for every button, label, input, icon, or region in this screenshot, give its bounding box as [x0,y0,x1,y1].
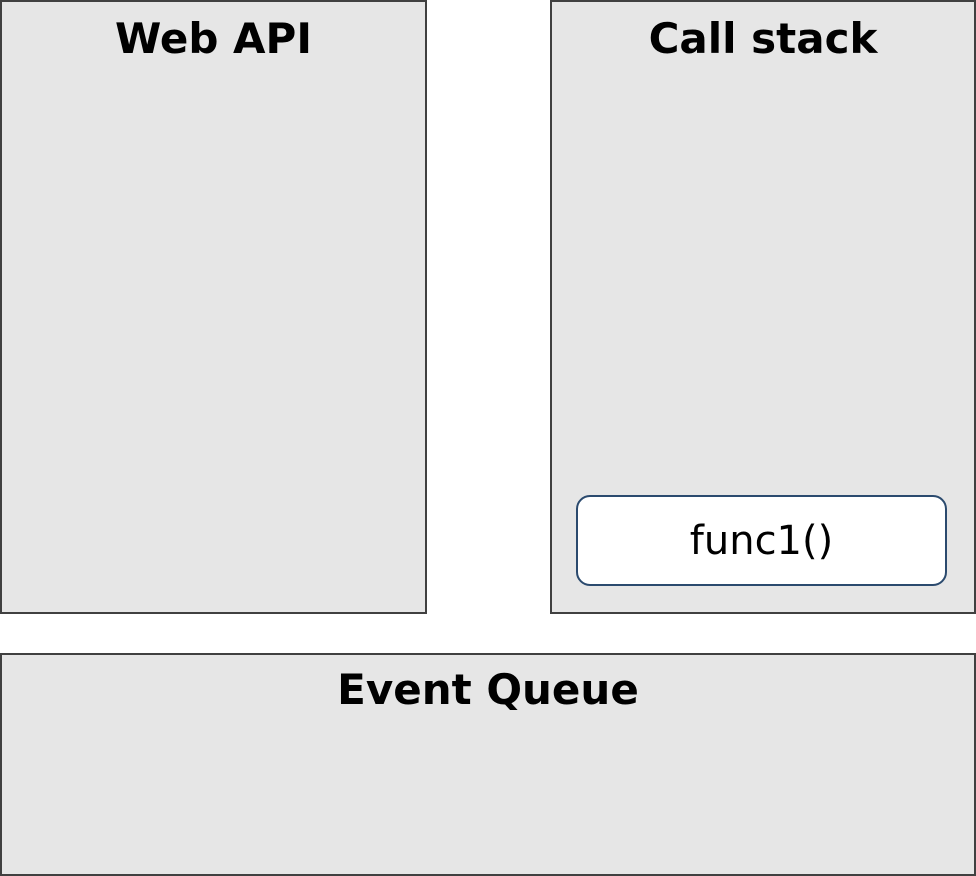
event-queue-panel: Event Queue [0,653,976,876]
call-stack-title: Call stack [648,14,878,63]
call-stack-frame-func1: func1() [576,495,947,586]
call-stack-panel: Call stack func1() [550,0,976,614]
stack-frame-label: func1() [689,517,834,564]
web-api-title: Web API [115,14,312,63]
event-queue-title: Event Queue [337,665,639,714]
web-api-panel: Web API [0,0,427,614]
